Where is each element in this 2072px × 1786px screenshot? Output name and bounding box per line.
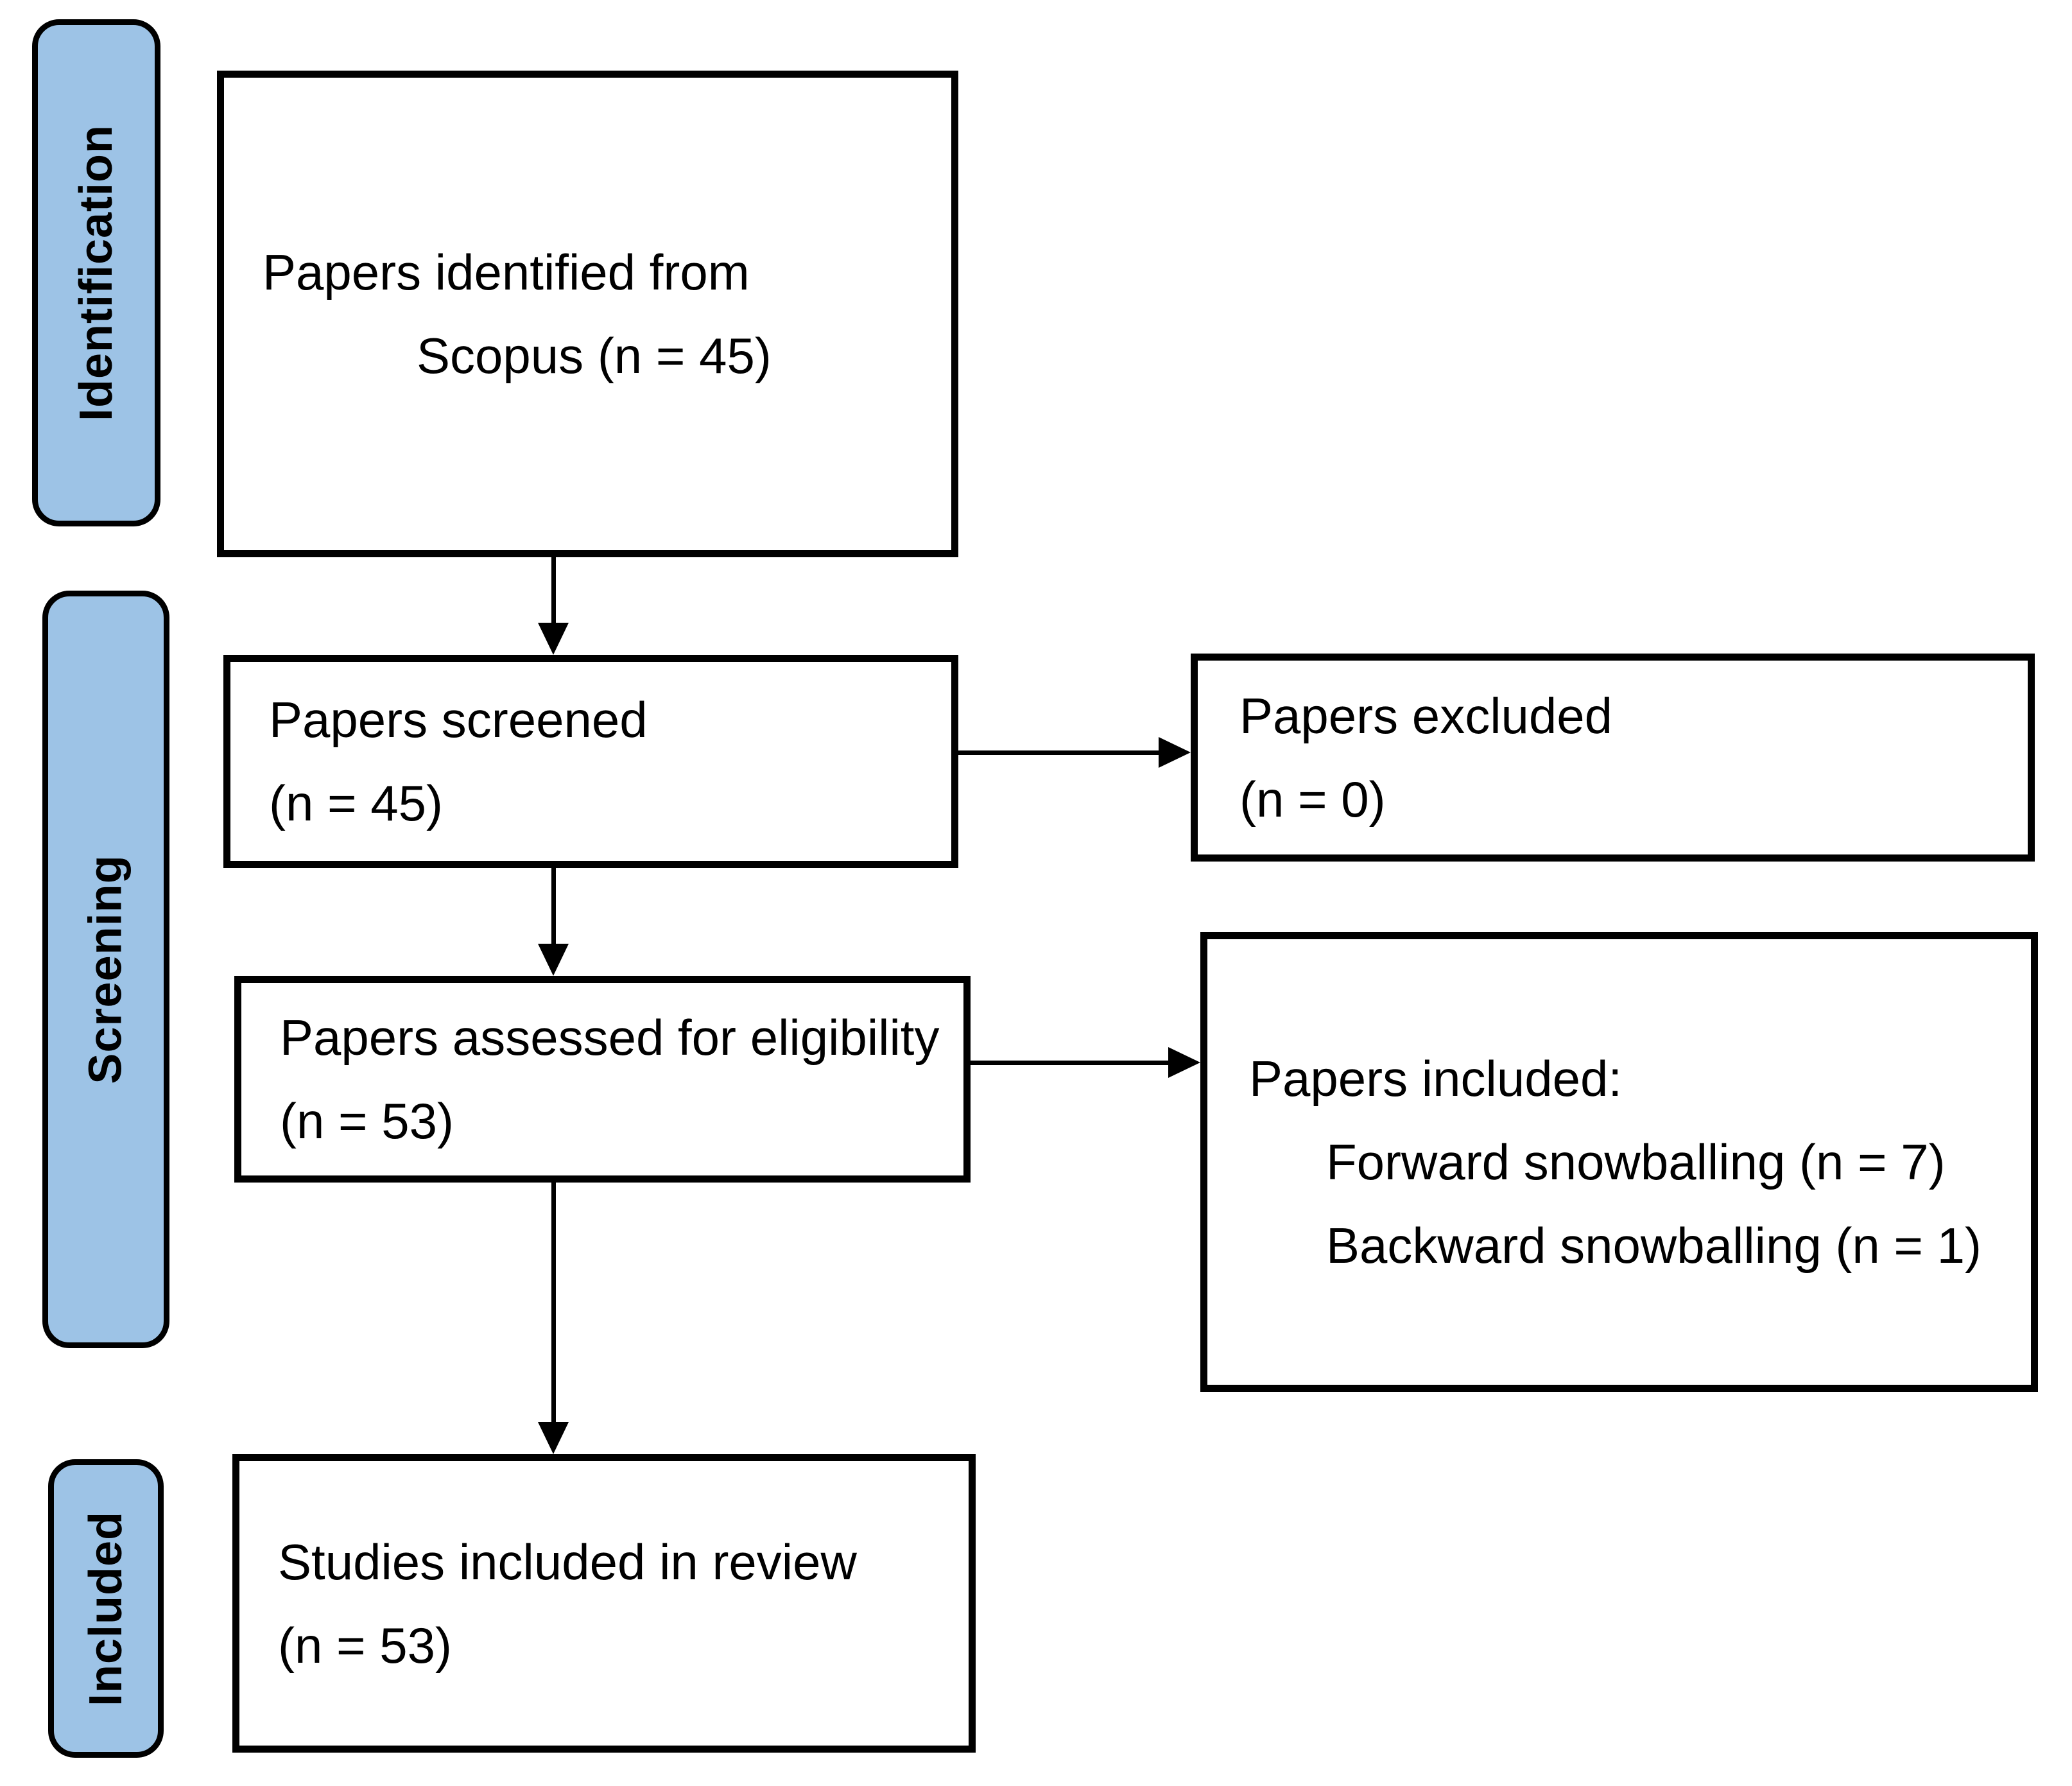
arrow-head-right-icon	[1168, 1047, 1200, 1078]
box-line: (n = 53)	[280, 1093, 454, 1149]
box-line: (n = 45)	[269, 775, 443, 831]
stage-screening: Screening	[42, 591, 169, 1348]
box-papers-excluded: Papers excluded (n = 0)	[1191, 654, 2035, 862]
box-line: Papers identified from	[263, 244, 750, 300]
box-line: Papers included:	[1249, 1050, 1623, 1107]
box-papers-assessed: Papers assessed for eligibility (n = 53)	[234, 976, 971, 1183]
box-papers-identified: Papers identified from Scopus (n = 45)	[217, 71, 958, 557]
stage-screening-label: Screening	[80, 854, 132, 1084]
stage-identification-label: Identification	[71, 125, 122, 421]
arrow-head-right-icon	[1159, 737, 1191, 768]
arrow-shaft	[551, 1183, 556, 1425]
arrow-head-down-icon	[538, 944, 569, 976]
box-line: Papers assessed for eligibility	[280, 1009, 940, 1066]
arrow-shaft	[551, 557, 556, 626]
box-line: Papers screened	[269, 691, 648, 748]
box-line: Forward snowballing (n = 7)	[1326, 1134, 1946, 1190]
arrow-shaft	[958, 750, 1162, 755]
box-studies-included: Studies included in review (n = 53)	[232, 1454, 976, 1753]
box-line: (n = 53)	[278, 1617, 452, 1674]
box-line: (n = 0)	[1239, 771, 1386, 828]
arrow-shaft	[551, 868, 556, 947]
box-papers-screened: Papers screened (n = 45)	[223, 655, 958, 868]
stage-identification: Identification	[32, 19, 160, 526]
arrow-shaft	[971, 1061, 1171, 1065]
box-line: Backward snowballing (n = 1)	[1326, 1217, 1982, 1274]
stage-included-label: Included	[80, 1511, 132, 1706]
arrow-head-down-icon	[538, 1422, 569, 1454]
arrow-head-down-icon	[538, 623, 569, 655]
stage-included: Included	[48, 1459, 164, 1758]
box-line: Studies included in review	[278, 1533, 857, 1590]
box-line: Scopus (n = 45)	[417, 327, 772, 384]
box-papers-included-side: Papers included: Forward snowballing (n …	[1200, 932, 2038, 1392]
box-line: Papers excluded	[1239, 688, 1613, 744]
